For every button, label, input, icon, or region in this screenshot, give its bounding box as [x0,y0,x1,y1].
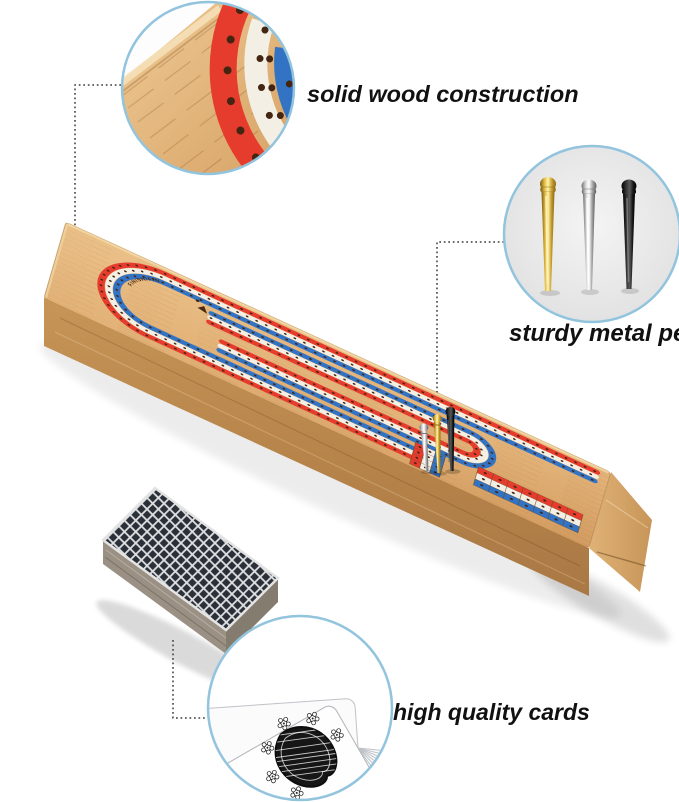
track-white-lane [105,268,599,479]
deck-side-right [226,578,278,654]
inset-chamfer-edge [122,5,223,87]
board-peg-gold [432,414,442,473]
card-deck [101,486,280,654]
ornate-spade-design [261,711,348,800]
board-top-face: FINISH/FIN [44,222,611,548]
peg-gold [540,177,556,291]
peg-black [621,179,637,289]
callout-label-pegs: sturdy metal pegs [509,320,679,347]
board-peg-black [445,406,456,471]
wood-inset-circle-border [120,0,296,176]
lid-seam [596,551,647,567]
track-holes [99,264,597,481]
peg-silver [581,179,597,290]
callout-connector-wood [74,84,121,243]
deck-top-pattern [101,486,280,632]
board-pegs [419,406,461,476]
cards-inset-circle-border [206,614,394,802]
board-side-face [44,298,589,596]
finish-hole [195,299,200,303]
callout-connector-pegs [436,241,504,446]
board-east-end-face [589,472,652,592]
deck-side-left [103,540,226,654]
metal-pegs-inset [502,144,679,324]
flower-ornaments [261,711,344,800]
callout-label-wood: solid wood construction [307,81,579,107]
board-peg-silver [419,423,429,471]
wood-detail-inset [120,0,296,176]
cribbage-board: FINISH/FIN [44,222,652,596]
track-blue-lane [112,273,598,484]
callout-connector-cards [172,640,208,719]
chamfer-highlight [67,223,609,474]
finish-arrow-icon [197,306,208,314]
pegs-inset-circle-border [502,144,679,324]
top-card [208,705,382,800]
counter-strip [472,466,584,534]
callout-label-cards: high quality cards [393,699,590,725]
